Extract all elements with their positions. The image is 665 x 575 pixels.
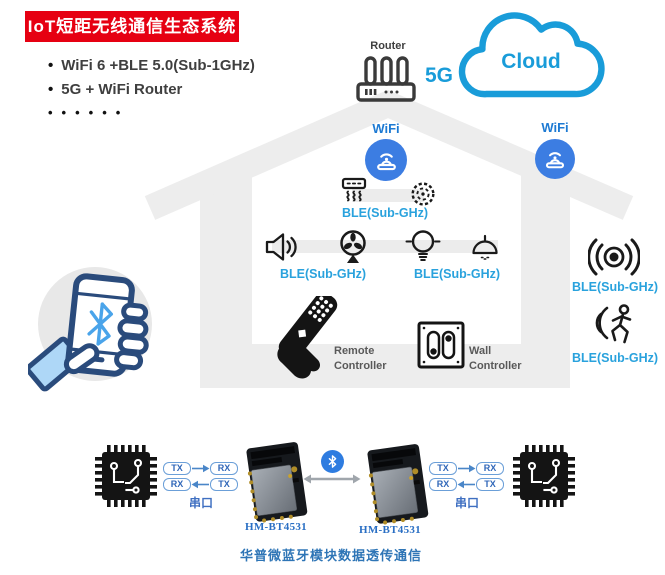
router-label: Router (370, 40, 406, 52)
arrow-right-icon (458, 464, 476, 473)
tx-box: TX (429, 462, 457, 475)
wifi-right-node (535, 139, 575, 179)
tx-box: TX (210, 478, 238, 491)
rx-box: RX (429, 478, 457, 491)
remote-controller-icon (277, 296, 338, 379)
bt-module-right-photo (367, 444, 429, 525)
module-left-name: HM-BT4531 (245, 521, 307, 533)
double-arrow-icon (303, 474, 361, 484)
arrow-left-icon (191, 480, 209, 489)
bt-module-left-photo (246, 442, 308, 523)
exhaust-fan-icon (411, 182, 435, 206)
rx-box: RX (210, 462, 238, 475)
ble-label-row2-left: BLE(Sub-GHz) (279, 267, 367, 281)
link-bar (352, 189, 424, 202)
ble-label-row2-right: BLE(Sub-GHz) (413, 267, 501, 281)
rx-box: RX (163, 478, 191, 491)
module-right-name: HM-BT4531 (359, 524, 421, 536)
wall-controller-icon (417, 321, 465, 369)
bottom-caption: 华普微蓝牙模块数据透传通信 (239, 548, 422, 563)
feature-item: •5G + WiFi Router (48, 81, 183, 98)
pendant-lamp-icon (472, 234, 498, 260)
phone-in-hand-icon (28, 267, 152, 392)
wifi-left-node (365, 139, 407, 181)
feature-item: •WiFi 6 +BLE 5.0(Sub-1GHz) (48, 57, 255, 74)
bullet-icon: • (48, 57, 54, 74)
arrow-left-icon (457, 480, 475, 489)
broadcast-sensor-icon (588, 238, 640, 276)
ellipsis-dots: •••••• (48, 105, 130, 120)
mcu-chip-right-icon (513, 445, 575, 507)
rx-box: RX (476, 462, 504, 475)
page-title: IoT短距无线通信生态系统 (25, 11, 239, 42)
ble-label-outdoor-bottom: BLE(Sub-GHz) (571, 351, 659, 365)
wifi-router-icon (376, 152, 396, 170)
remote-controller-label: Remote Controller (334, 345, 387, 372)
cloud-label: Cloud (501, 50, 561, 73)
wifi-right-label: WiFi (541, 120, 569, 135)
ble-label-row1: BLE(Sub-GHz) (341, 206, 429, 220)
ble-label-outdoor-top: BLE(Sub-GHz) (571, 280, 659, 294)
wall-controller-label: Wall Controller (469, 345, 522, 372)
feature-list: •WiFi 6 +BLE 5.0(Sub-1GHz) •5G + WiFi Ro… (48, 57, 328, 120)
speaker-icon (265, 233, 297, 261)
arrow-right-icon (192, 464, 210, 473)
router-icon (356, 56, 416, 102)
serial-port-label-right: 串口 (454, 496, 479, 510)
bluetooth-link-icon (321, 450, 344, 473)
link-bar (272, 240, 498, 253)
heater-icon (341, 177, 367, 202)
wifi-router-icon (545, 152, 565, 169)
motion-sensor-icon (595, 304, 632, 344)
light-bulb-icon (405, 230, 441, 261)
fan-icon (340, 230, 366, 263)
serial-port-label-left: 串口 (188, 496, 213, 510)
tx-box: TX (476, 478, 504, 491)
mcu-chip-left-icon (95, 445, 157, 507)
bullet-icon: • (48, 81, 54, 98)
five-g-label: 5G (424, 64, 453, 87)
tx-box: TX (163, 462, 191, 475)
wifi-left-label: WiFi (372, 121, 400, 136)
cloud-icon (458, 12, 605, 98)
